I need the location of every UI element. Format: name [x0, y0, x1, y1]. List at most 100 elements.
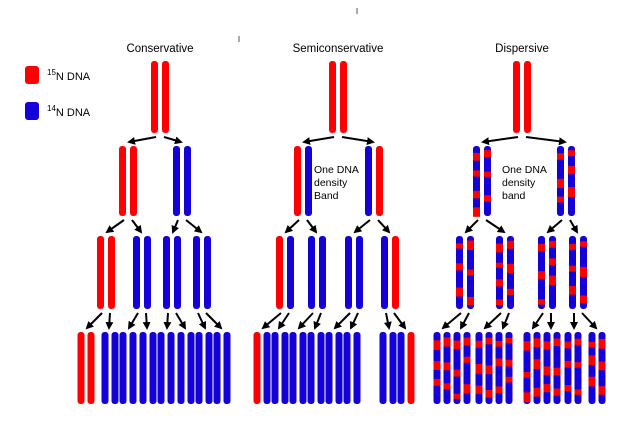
dispersive-arrow-gen2-1-left: [483, 312, 502, 330]
conservative-gen3-duplex3-strand0: [139, 332, 147, 404]
dispersive-note-line-1: One DNA: [502, 164, 547, 176]
conservative-gen2-duplex2-strand1: [174, 236, 181, 309]
semiconservative-gen1-duplex1-strand1: [376, 146, 383, 216]
dispersive-gen3-duplex7-strand1: [598, 332, 606, 404]
conservative-arrow-gen1-0-left: [105, 219, 125, 234]
dispersive-gen3-duplex1-strand0: [453, 332, 461, 404]
dispersive-arrow-gen1-1-right: [569, 219, 579, 234]
semiconservative-arrow-gen2-3-right: [393, 312, 407, 330]
conservative-gen2-duplex3-strand0: [193, 236, 200, 309]
semiconservative-gen3-duplex7-strand1: [407, 332, 415, 404]
conservative-arrow-gen2-0-right: [105, 312, 114, 330]
dispersive-gen2-duplex2-strand0: [538, 236, 545, 309]
dispersive-gen2-duplex2-strand1: [549, 236, 556, 309]
semiconservative-gen2-duplex2-strand0: [345, 236, 352, 309]
dispersive-gen3-duplex1-strand1: [463, 332, 471, 404]
dna-strands: [77, 61, 606, 404]
semiconservative-arrow-gen2-0-left: [261, 312, 282, 330]
conservative-arrow-gen2-2-left: [163, 312, 172, 330]
dispersive-arrow-gen1-0-left: [464, 219, 479, 234]
conservative-gen3-duplex7-strand0: [213, 332, 221, 404]
dispersive-arrow-gen1-1-left: [546, 219, 563, 234]
conservative-gen3-duplex5-strand1: [187, 332, 195, 404]
dispersive-gen3-duplex7-strand0: [588, 332, 596, 404]
conservative-gen3-duplex0-strand0: [77, 332, 85, 404]
dispersive-gen2-duplex1-strand1: [507, 236, 514, 309]
semiconservative-note-line-3: Band: [314, 190, 339, 202]
conservative-gen2-duplex0-strand0: [97, 236, 104, 309]
dispersive-arrow-gen2-3-right: [581, 312, 598, 330]
conservative-gen1-duplex1-strand0: [173, 146, 180, 216]
semiconservative-gen2-duplex1-strand0: [308, 236, 315, 309]
semiconservative-gen3-duplex4-strand1: [335, 332, 343, 404]
semiconservative-gen3-duplex5-strand0: [343, 332, 351, 404]
semiconservative-arrow-gen2-3-left: [383, 312, 392, 330]
dispersive-gen3-duplex2-strand0: [475, 332, 483, 404]
semiconservative-gen3-duplex3-strand0: [307, 332, 315, 404]
dispersive-gen3-duplex3-strand0: [495, 332, 503, 404]
conservative-arrow-gen2-1-left: [127, 312, 139, 330]
semiconservative-arrow-gen1-1-left: [353, 219, 371, 234]
conservative-gen0-duplex0-strand0: [151, 61, 158, 133]
conservative-arrow-gen2-1-right: [142, 312, 151, 330]
dispersive-arrow-gen2-2-left: [531, 312, 544, 330]
semiconservative-arrow-gen1-1-right: [377, 219, 391, 234]
conservative-arrow-gen1-0-right: [131, 219, 143, 234]
semiconservative-gen2-duplex2-strand1: [356, 236, 363, 309]
legend-heavy-label: 15N DNA: [47, 68, 91, 83]
semiconservative-arrow-gen1-0-right: [306, 219, 318, 234]
dispersive-note-line-2: density: [502, 177, 536, 189]
semiconservative-gen1-duplex1-strand0: [365, 146, 372, 216]
dispersive-gen3-duplex4-strand1: [533, 332, 541, 404]
dispersive-arrow-gen2-0-right: [460, 312, 470, 330]
conservative-arrow-gen2-2-right: [175, 312, 187, 330]
dispersive-gen1-duplex1-strand0: [557, 146, 564, 216]
dispersive-gen0-duplex0-strand0: [513, 61, 520, 133]
semiconservative-arrow-gen2-1-right: [313, 312, 322, 330]
dispersive-gen2-duplex1-strand0: [496, 236, 503, 309]
conservative-gen1-duplex0-strand1: [130, 146, 137, 216]
semiconservative-gen3-duplex6-strand1: [389, 332, 397, 404]
semiconservative-gen1-duplex0-strand0: [294, 146, 301, 216]
semiconservative-gen3-duplex0-strand0: [253, 332, 261, 404]
column-title-semiconservative: Semiconservative: [293, 43, 384, 55]
semiconservative-arrow-gen2-2-left: [333, 312, 351, 330]
semiconservative-gen2-duplex0-strand1: [287, 236, 294, 309]
dispersive-arrow-gen1-0-right: [485, 219, 506, 234]
arrows: [85, 136, 598, 330]
conservative-gen3-duplex2-strand0: [119, 332, 127, 404]
semiconservative-note: One DNA density Band: [314, 164, 361, 202]
semiconservative-arrow-gen0-0-left: [302, 136, 335, 145]
dispersive-gen3-duplex6-strand0: [564, 332, 572, 404]
conservative-gen3-duplex4-strand1: [167, 332, 175, 404]
semiconservative-gen3-duplex2-strand1: [299, 332, 307, 404]
conservative-arrow-gen1-1-right: [185, 219, 203, 234]
conservative-gen3-duplex5-strand0: [177, 332, 185, 404]
conservative-gen2-duplex0-strand1: [108, 236, 115, 309]
dispersive-gen3-duplex0-strand0: [433, 332, 441, 404]
dispersive-gen1-duplex0-strand1: [484, 146, 491, 216]
dispersive-gen3-duplex0-strand1: [443, 332, 451, 404]
conservative-gen1-duplex0-strand0: [119, 146, 126, 216]
dispersive-gen3-duplex6-strand1: [574, 332, 582, 404]
conservative-gen0-duplex0-strand1: [162, 61, 169, 133]
conservative-gen3-duplex0-strand1: [87, 332, 95, 404]
conservative-gen3-duplex7-strand1: [223, 332, 231, 404]
dispersive-gen3-duplex2-strand1: [485, 332, 493, 404]
dispersive-arrow-gen2-0-left: [441, 312, 462, 330]
semiconservative-gen3-duplex1-strand0: [271, 332, 279, 404]
dispersive-gen2-duplex0-strand0: [456, 236, 463, 309]
conservative-arrow-gen2-3-left: [197, 312, 207, 330]
dispersive-gen0-duplex0-strand1: [524, 61, 531, 133]
semiconservative-gen2-duplex1-strand1: [319, 236, 326, 309]
conservative-gen3-duplex3-strand1: [149, 332, 157, 404]
semiconservative-gen3-duplex7-strand0: [397, 332, 405, 404]
dispersive-gen2-duplex3-strand1: [580, 236, 587, 309]
conservative-gen3-duplex1-strand1: [111, 332, 119, 404]
conservative-gen3-duplex2-strand1: [129, 332, 137, 404]
legend-heavy-sup: 15: [47, 68, 56, 77]
dispersive-gen1-duplex1-strand1: [568, 146, 575, 216]
conservative-arrow-gen2-0-left: [85, 312, 103, 330]
dispersive-arrow-gen0-0-right: [525, 136, 567, 146]
conservative-gen3-duplex6-strand1: [205, 332, 213, 404]
